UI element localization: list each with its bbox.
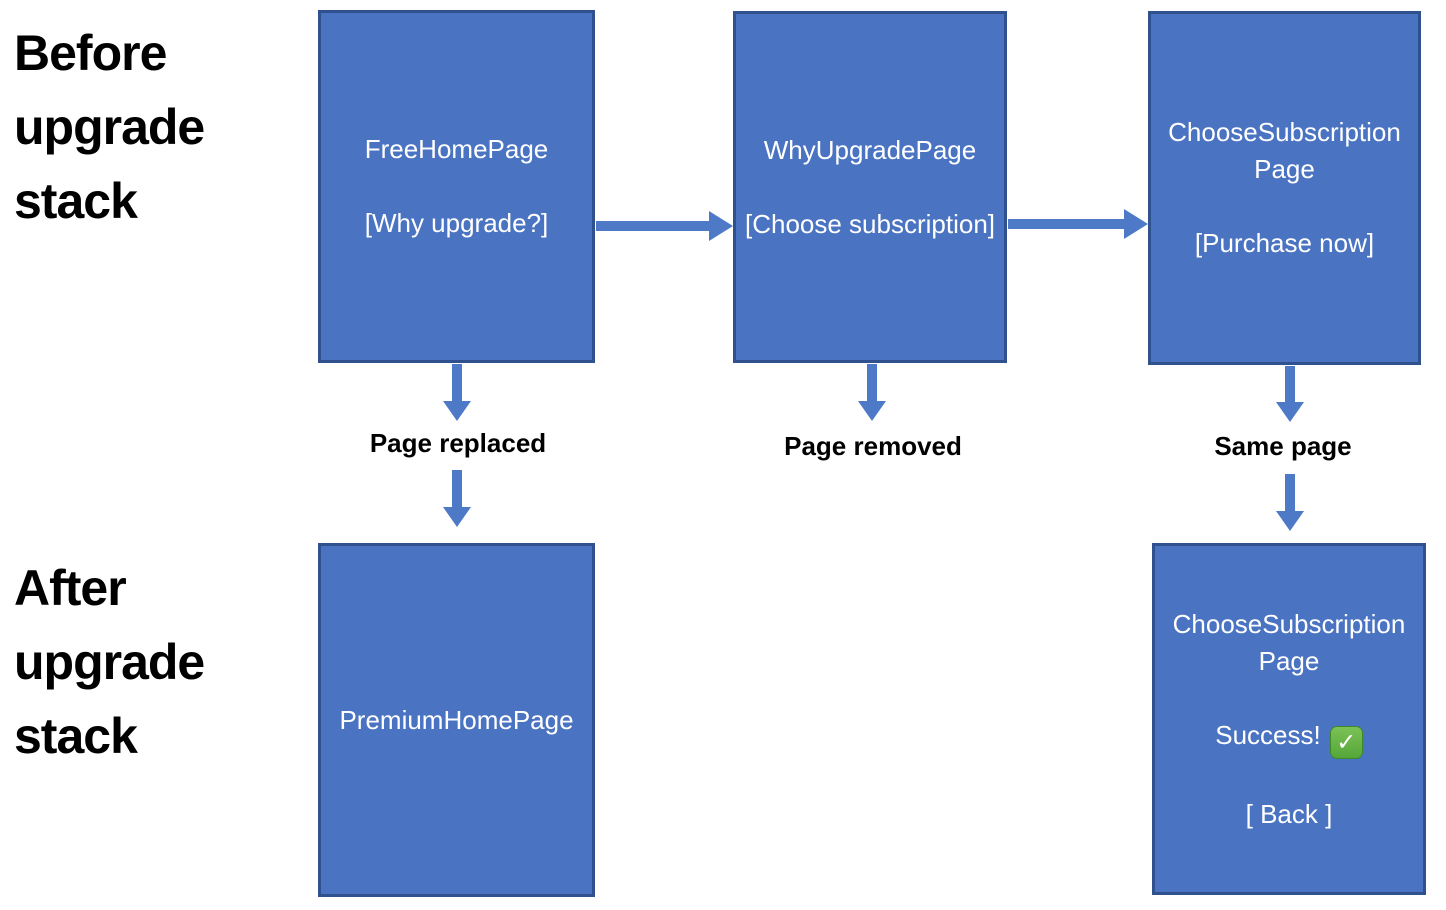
arrow-head: [1276, 511, 1304, 531]
after-stack-heading-line: upgrade: [14, 634, 205, 690]
after-stack-heading-line: After: [14, 560, 127, 616]
status-success-text: Success!: [1215, 719, 1321, 750]
arrow-down-icon: [443, 364, 471, 421]
arrow-down-icon: [858, 364, 886, 421]
page-title: FreeHomePage: [364, 134, 549, 164]
arrow-down-icon: [1276, 366, 1304, 422]
arrow-down-icon: [1276, 474, 1304, 531]
page-title-line: Page: [1258, 645, 1320, 676]
before-stack-heading-line: stack: [14, 173, 138, 229]
action-back: [ Back ]: [1245, 798, 1333, 829]
arrow-head: [443, 507, 471, 527]
page-box-choose-subscription-before: ChooseSubscription Page [Purchase now]: [1148, 11, 1421, 365]
arrow-shaft: [452, 364, 462, 401]
page-title: WhyUpgradePage: [763, 134, 977, 165]
page-box-premium-home: PremiumHomePage: [318, 543, 595, 897]
arrow-head: [1276, 402, 1304, 422]
arrow-down-icon: [443, 470, 471, 527]
page-box-why-upgrade: WhyUpgradePage [Choose subscription]: [733, 11, 1007, 363]
action-choose-subscription: [Choose subscription]: [744, 208, 996, 239]
arrow-head: [1124, 209, 1148, 239]
action-why-upgrade: [Why upgrade?]: [364, 208, 549, 238]
arrow-shaft: [452, 470, 462, 507]
page-title: PremiumHomePage: [339, 704, 574, 735]
after-stack-heading: After upgrade stack: [14, 551, 205, 773]
page-title-line: ChooseSubscription: [1172, 608, 1406, 639]
arrow-shaft: [596, 221, 709, 231]
action-purchase-now: [Purchase now]: [1194, 228, 1375, 258]
arrow-shaft: [1285, 474, 1295, 511]
arrow-shaft: [867, 364, 877, 401]
arrow-shaft: [1008, 219, 1124, 229]
transition-label-page-replaced: Page replaced: [369, 428, 547, 458]
before-stack-heading-line: Before: [14, 25, 167, 81]
arrow-head: [709, 211, 733, 241]
transition-label-same-page: Same page: [1214, 431, 1352, 461]
page-box-free-home: FreeHomePage [Why upgrade?]: [318, 10, 595, 363]
before-stack-heading: Before upgrade stack: [14, 16, 205, 238]
arrow-head: [443, 401, 471, 421]
before-stack-heading-line: upgrade: [14, 99, 205, 155]
page-box-choose-subscription-after: ChooseSubscription Page Success! ✓ [ Back…: [1152, 543, 1426, 895]
arrow-shaft: [1285, 366, 1295, 402]
page-title-line: ChooseSubscription: [1168, 117, 1401, 147]
page-title-line: Page: [1254, 154, 1315, 184]
arrow-right-icon: [596, 211, 733, 241]
arrow-right-icon: [1008, 209, 1148, 239]
success-check-icon: ✓: [1329, 725, 1363, 759]
transition-label-page-removed: Page removed: [784, 431, 962, 461]
after-stack-heading-line: stack: [14, 708, 138, 764]
arrow-head: [858, 401, 886, 421]
status-success: Success! ✓: [1215, 717, 1363, 759]
